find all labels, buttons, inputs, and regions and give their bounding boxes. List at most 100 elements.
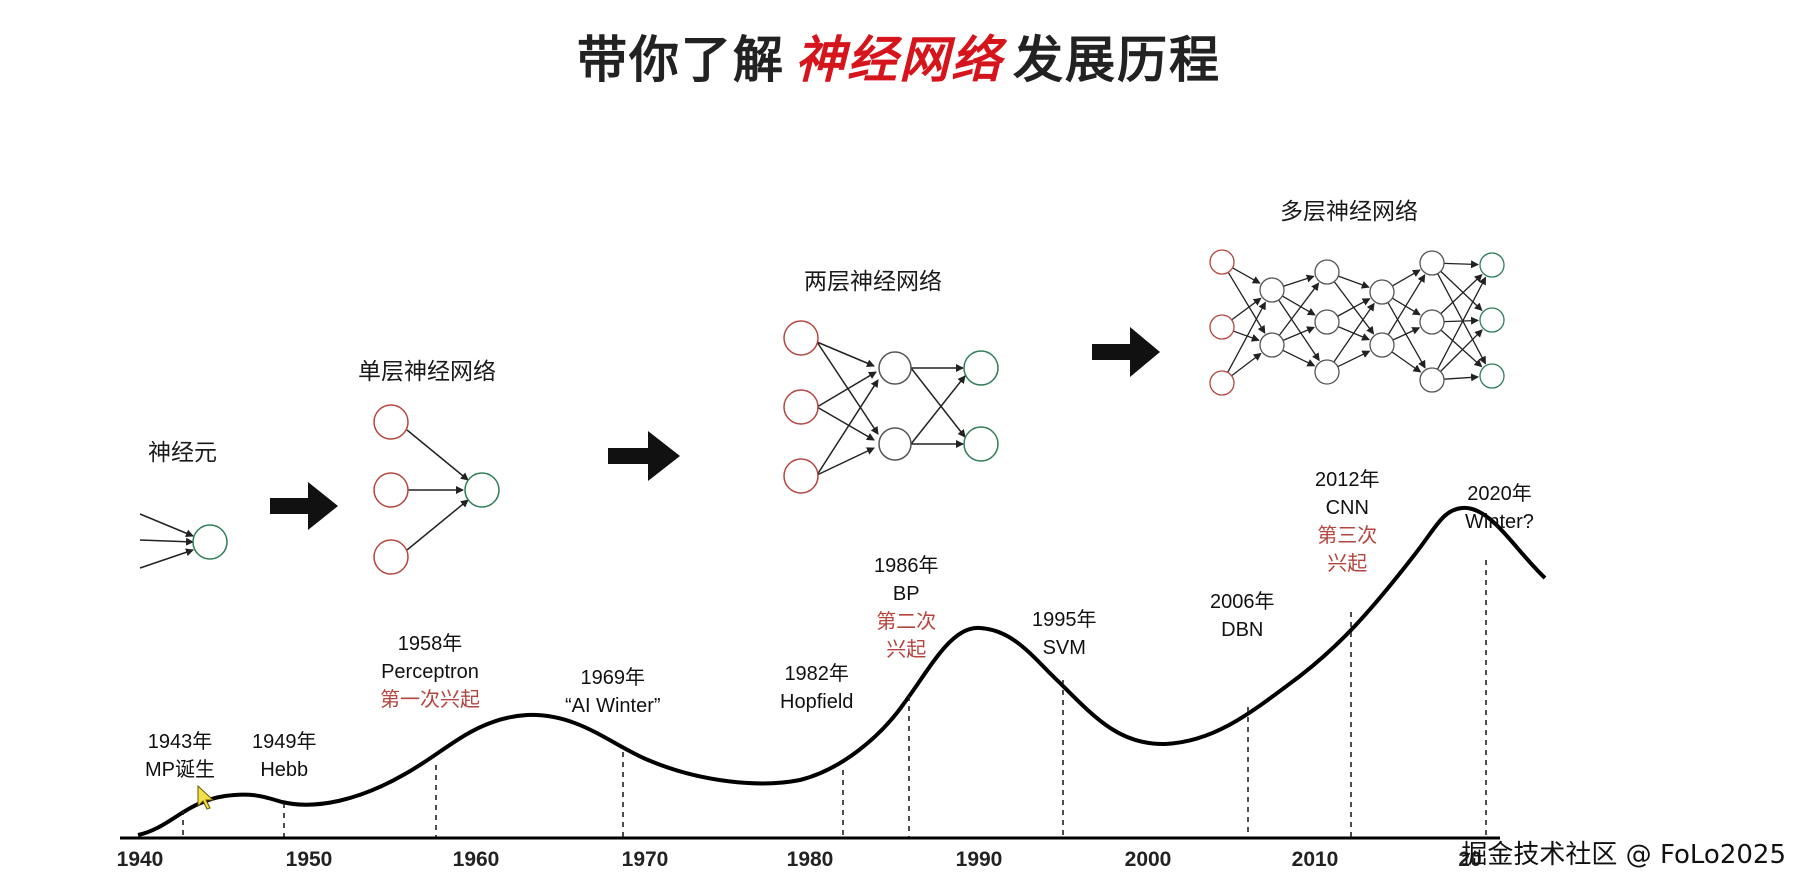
axis-tick-label: 1970 (622, 848, 669, 871)
network-node (1419, 309, 1445, 335)
event-1986: 1986年 BP 第二次 兴起 (874, 552, 939, 664)
network-node (1419, 250, 1445, 276)
axis-tick-label: 1980 (787, 848, 834, 871)
event-year: 2012年 (1315, 469, 1380, 491)
watermark: 掘金技术社区 @ FoLo2025 (1461, 840, 1786, 870)
axis-tick-label: 2000 (1125, 848, 1172, 871)
network-edge (1337, 298, 1371, 317)
event-markers (182, 560, 1487, 838)
stage-label-neuron: 神经元 (148, 440, 217, 466)
event-year: 1969年 (580, 667, 646, 689)
event-name: BP (892, 583, 920, 605)
network-edge (1231, 352, 1262, 377)
network-node (1209, 314, 1235, 340)
event-year: 1949年 (252, 731, 317, 753)
network-edge (1233, 330, 1260, 342)
network-edge (1440, 273, 1483, 315)
network-node (1369, 279, 1395, 305)
network-node (1314, 259, 1340, 285)
network-edge (1387, 274, 1426, 336)
event-note: 第一次兴起 (380, 689, 480, 711)
network-edge (1283, 274, 1315, 287)
page-title: 带你了解神经网络发展历程 (0, 20, 1798, 92)
title-suffix: 发展历程 (1013, 31, 1221, 89)
title-highlight: 神经网络 (795, 31, 1003, 89)
network-edge (1227, 301, 1266, 373)
event-name: DBN (1221, 619, 1264, 641)
cursor-icon (197, 784, 215, 810)
network-node (1479, 252, 1505, 278)
network-edge (1282, 326, 1316, 341)
network-edge (1440, 329, 1483, 372)
axis-tick-label: 1960 (453, 848, 500, 871)
stage-label-single-layer: 单层神经网络 (358, 359, 496, 385)
network-node (1259, 277, 1285, 303)
title-prefix: 带你了解 (577, 31, 785, 89)
event-name: Winter? (1465, 511, 1534, 533)
stage-arrows (270, 327, 1160, 530)
network-edge (1436, 276, 1487, 370)
event-note-line-2: 兴起 (886, 639, 927, 661)
event-name: MP诞生 (145, 759, 215, 781)
arrow-icon-2 (608, 431, 680, 481)
arrow-icon-1 (270, 482, 338, 530)
network-edge (1282, 295, 1316, 316)
popularity-curve (137, 505, 1547, 837)
event-2006: 2006年 DBN (1210, 588, 1275, 644)
event-1969: 1969年 “AI Winter” (565, 664, 661, 720)
network-edge (1231, 297, 1262, 321)
two-layer-diagram (783, 320, 999, 494)
single-layer-diagram (373, 404, 500, 575)
network-edge (1333, 302, 1375, 363)
event-1949: 1949年 Hebb (252, 728, 317, 784)
network-edge (1440, 329, 1483, 368)
event-year: 2020年 (1467, 483, 1532, 505)
arrow-icon-3 (1092, 327, 1160, 377)
event-name: SVM (1042, 637, 1086, 659)
network-node (1479, 307, 1505, 333)
axis-tick-label: 20 (1458, 848, 1481, 871)
network-node (1209, 249, 1235, 275)
network-edge (1232, 267, 1261, 284)
network-node (1314, 359, 1340, 385)
network-edge (1282, 349, 1316, 367)
network-edge (1443, 260, 1480, 269)
event-1943: 1943年 MP诞生 (145, 728, 215, 784)
network-edge (1387, 302, 1426, 369)
axis-tick-label: 1940 (117, 848, 164, 871)
event-2012: 2012年 CNN 第三次 兴起 (1315, 466, 1380, 578)
network-edge (1392, 327, 1421, 341)
event-year: 1958年 (397, 633, 463, 655)
network-edge (1391, 351, 1422, 373)
axis-tick-label: 1990 (956, 848, 1003, 871)
event-1982: 1982年 Hopfield (780, 660, 853, 716)
network-node (1419, 367, 1445, 393)
event-note-line-1: 第二次 (876, 611, 937, 633)
event-1995: 1995年 SVM (1032, 606, 1097, 662)
event-year: 2006年 (1210, 591, 1275, 613)
network-node (1259, 332, 1285, 358)
network-edge (1278, 299, 1320, 362)
event-note-line-2: 兴起 (1327, 553, 1368, 575)
network-edge (1278, 282, 1320, 336)
event-year: 1995年 (1032, 609, 1097, 631)
network-edge (1443, 316, 1480, 325)
event-1958: 1958年 Perceptron 第一次兴起 (380, 630, 480, 714)
event-name: Hopfield (780, 691, 854, 713)
stage-label-multi-layer: 多层神经网络 (1280, 199, 1418, 225)
event-note-line-1: 第三次 (1317, 525, 1378, 547)
network-edge (1338, 275, 1370, 289)
network-node (1314, 309, 1340, 335)
network-edge (1392, 269, 1421, 287)
event-year: 1943年 (147, 731, 213, 753)
network-node (1369, 332, 1395, 358)
event-year: 1986年 (874, 555, 939, 577)
network-edge (1227, 271, 1266, 334)
event-name: Hebb (260, 759, 309, 781)
multi-layer-diagram (1209, 249, 1505, 396)
network-edge (1443, 373, 1480, 382)
stage-label-two-layer: 两层神经网络 (804, 269, 942, 295)
event-2020: 2020年 Winter? (1465, 480, 1534, 536)
